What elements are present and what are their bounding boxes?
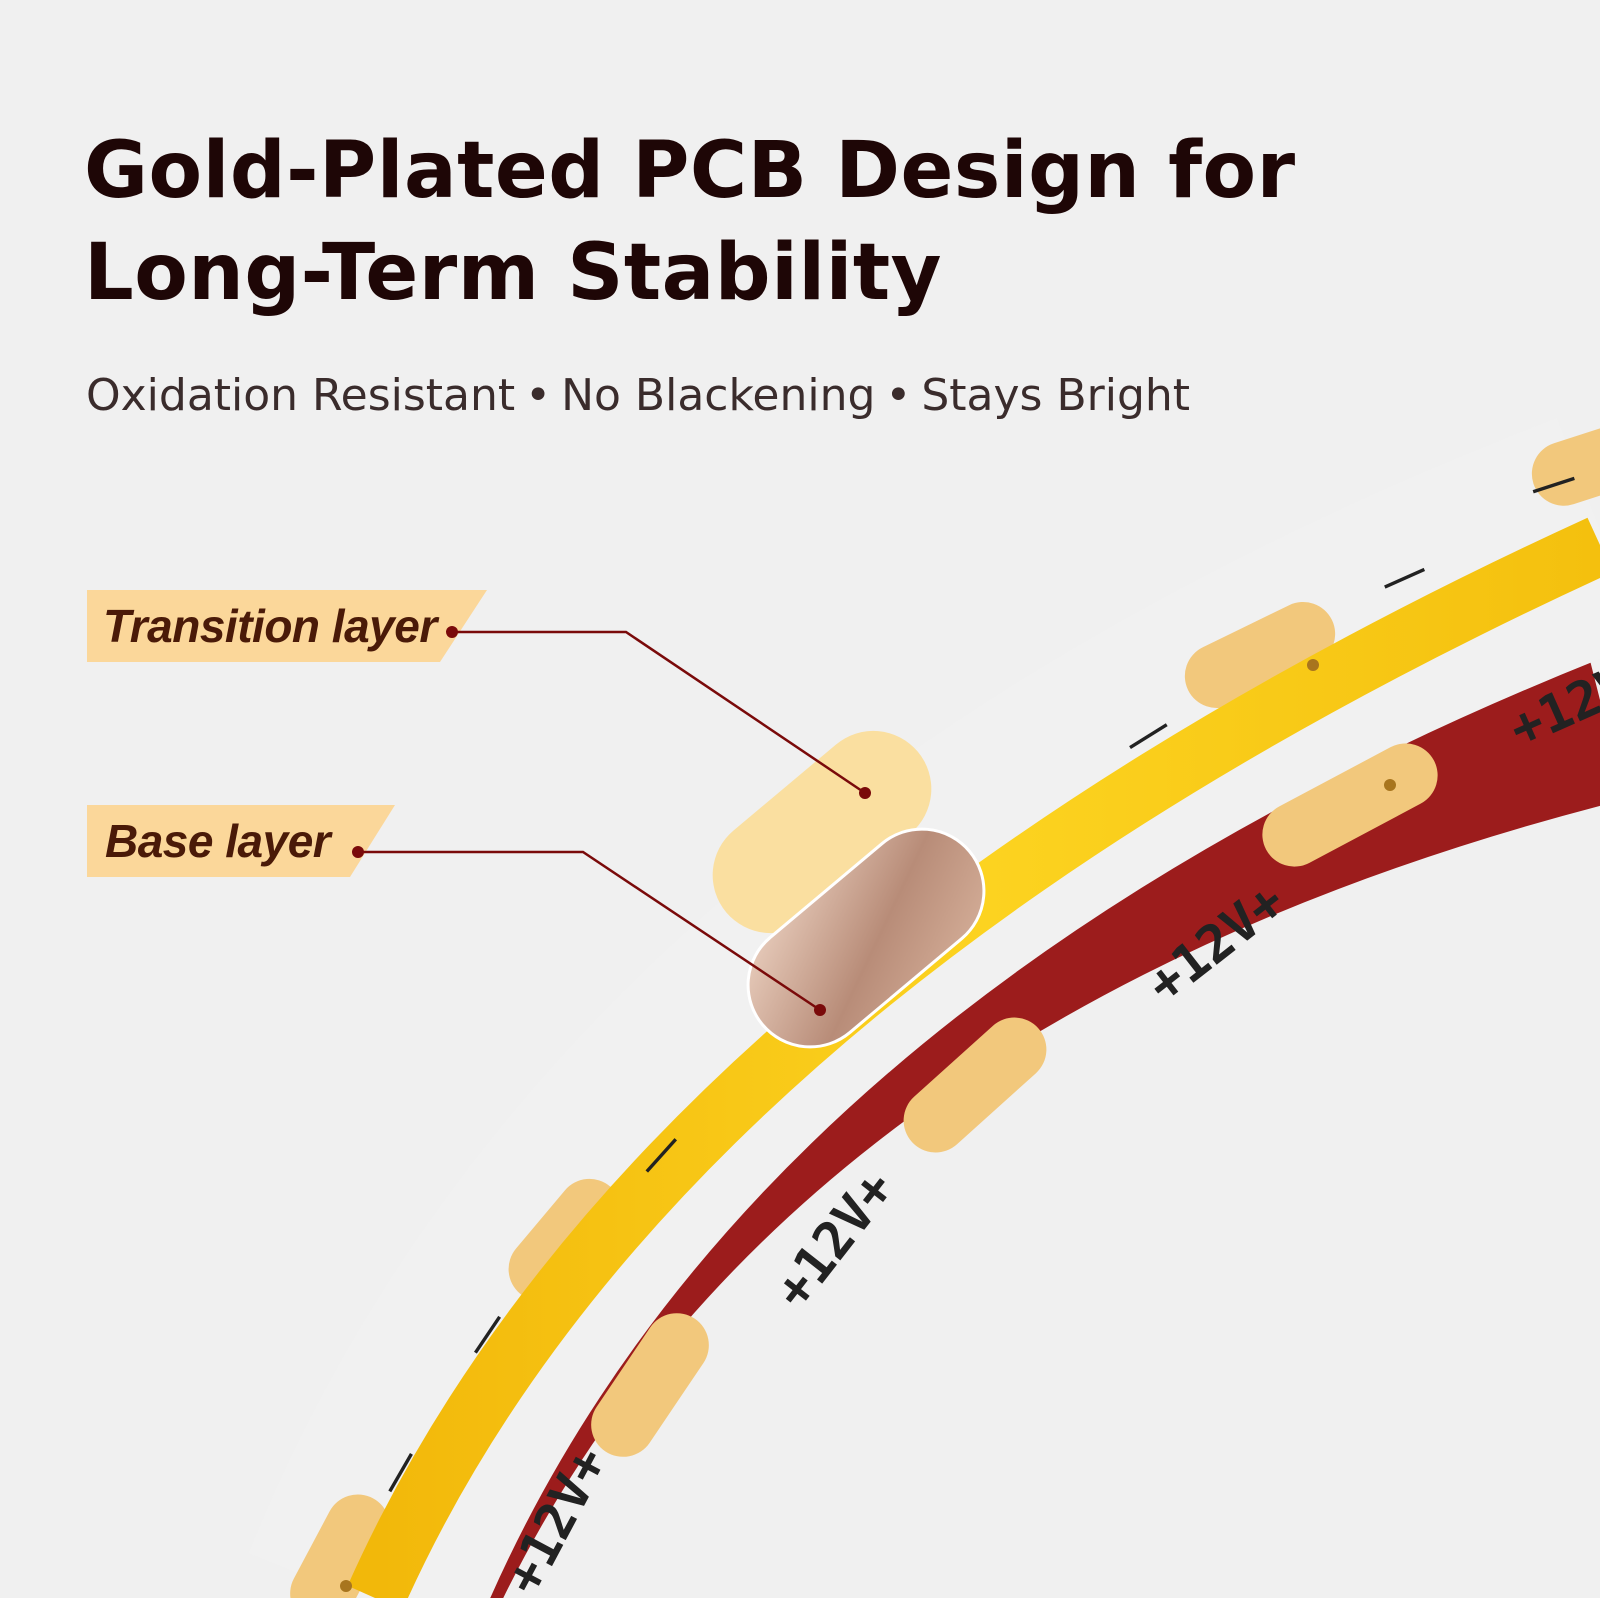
feature-list: Oxidation Resistant•No Blackening•Stays …: [86, 370, 1190, 421]
feature-separator: •: [525, 370, 552, 421]
feature-no-blackening: No Blackening: [561, 370, 876, 421]
transition-layer-text: Transition layer: [103, 600, 437, 652]
transition-label-bg: [87, 590, 487, 662]
transition-layer-pad: [712, 730, 932, 934]
transition-layer-label: Transition layer: [87, 590, 437, 662]
leader-lines: [358, 630, 866, 1012]
base-label-bg: [87, 805, 395, 877]
transition-leader-end-dot: [859, 787, 871, 799]
base-leader-end-dot: [814, 1004, 826, 1016]
feature-oxidation: Oxidation Resistant: [86, 370, 516, 421]
base-leader-start-dot: [352, 846, 364, 858]
feature-separator: •: [885, 370, 912, 421]
feature-stays-bright: Stays Bright: [921, 370, 1191, 421]
base-layer-text: Base layer: [105, 815, 331, 867]
headline-line-2: Long-Term Stability: [84, 228, 942, 318]
base-layer-label: Base layer: [87, 805, 331, 877]
inner-gold-pads: [591, 743, 1438, 1457]
headline-line-1: Gold-Plated PCB Design for: [84, 126, 1296, 216]
base-layer-pad: [746, 827, 986, 1049]
transition-leader-start-dot: [446, 626, 458, 638]
headline: Gold-Plated PCB Design for Long-Term Sta…: [84, 120, 1296, 324]
